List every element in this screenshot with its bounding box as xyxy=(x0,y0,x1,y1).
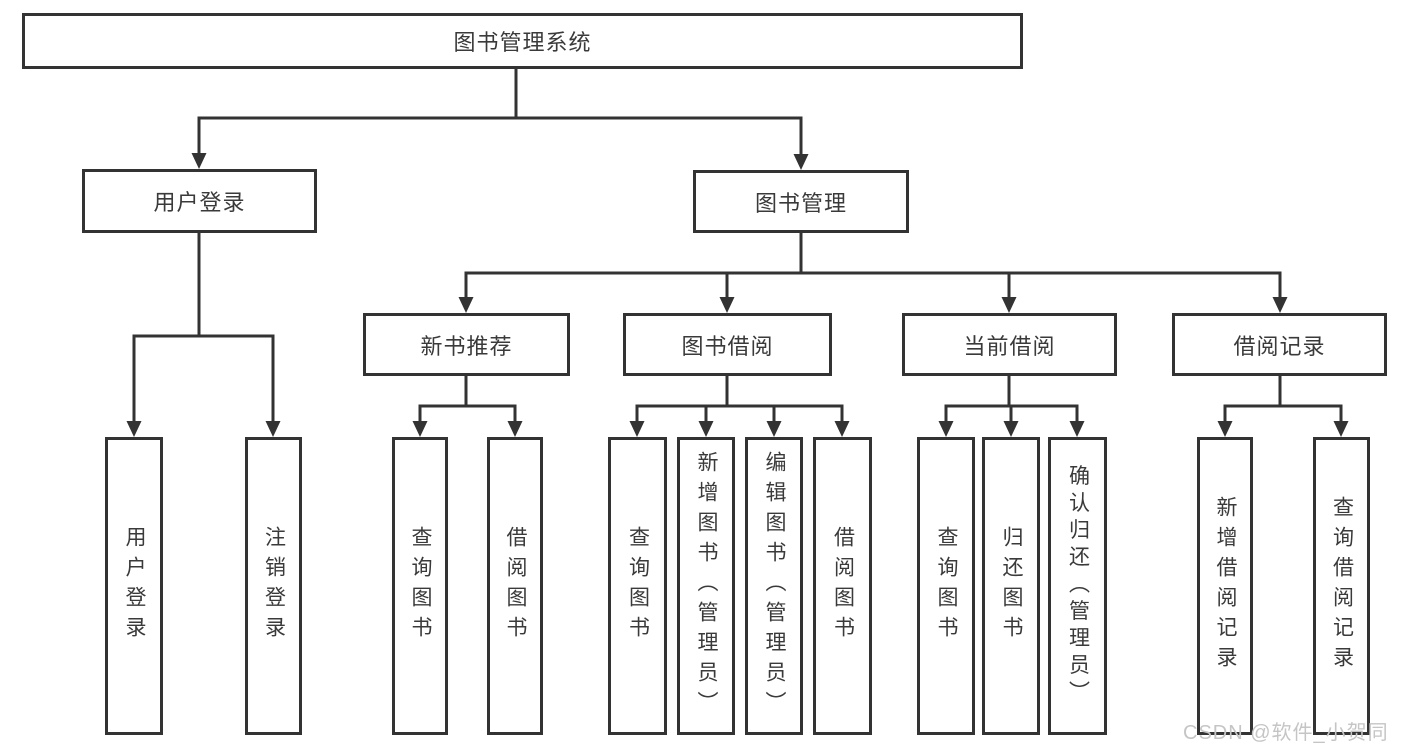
node-current-borrow-label: 当前借阅 xyxy=(963,333,1056,359)
node-leaf-user-login-label: 用户登录 xyxy=(123,526,146,646)
arrowheads xyxy=(126,153,1349,437)
node-new-book-recommend: 新书推荐 xyxy=(363,313,570,376)
node-leaf-current-query-label: 查询图书 xyxy=(935,526,958,646)
node-leaf-borrow-add: 新增图书（管理员） xyxy=(677,437,735,735)
node-user-login-label: 用户登录 xyxy=(153,190,246,215)
node-borrow-record: 借阅记录 xyxy=(1172,313,1387,376)
node-leaf-record-add-label: 新增借阅记录 xyxy=(1214,496,1237,676)
node-leaf-record-query: 查询借阅记录 xyxy=(1313,437,1370,735)
node-leaf-newbook-query-label: 查询图书 xyxy=(409,526,432,646)
node-leaf-borrow-edit-label: 编辑图书（管理员） xyxy=(763,451,786,721)
node-book-management: 图书管理 xyxy=(693,170,909,233)
node-leaf-newbook-borrow: 借阅图书 xyxy=(487,437,543,735)
node-leaf-borrow-query: 查询图书 xyxy=(608,437,667,735)
node-book-borrow: 图书借阅 xyxy=(623,313,832,376)
node-new-book-recommend-label: 新书推荐 xyxy=(420,333,513,359)
node-leaf-user-login: 用户登录 xyxy=(105,437,163,735)
node-leaf-current-confirm-label: 确认归还（管理员） xyxy=(1066,464,1090,708)
node-leaf-logout: 注销登录 xyxy=(245,437,302,735)
node-root-system: 图书管理系统 xyxy=(22,13,1023,69)
node-leaf-logout-label: 注销登录 xyxy=(262,526,286,646)
node-leaf-borrow-edit: 编辑图书（管理员） xyxy=(745,437,803,735)
node-leaf-current-query: 查询图书 xyxy=(917,437,975,735)
node-user-login: 用户登录 xyxy=(82,169,317,233)
node-borrow-record-label: 借阅记录 xyxy=(1233,333,1326,359)
node-leaf-current-confirm: 确认归还（管理员） xyxy=(1048,437,1107,735)
node-leaf-record-add: 新增借阅记录 xyxy=(1197,437,1253,735)
node-leaf-current-return: 归还图书 xyxy=(982,437,1040,735)
node-leaf-record-query-label: 查询借阅记录 xyxy=(1330,496,1354,676)
connector-lines xyxy=(132,69,1343,424)
node-leaf-borrow-query-label: 查询图书 xyxy=(626,526,650,646)
node-book-borrow-label: 图书借阅 xyxy=(681,333,774,359)
node-leaf-borrow-borrow: 借阅图书 xyxy=(813,437,872,735)
node-book-management-label: 图书管理 xyxy=(754,190,847,216)
node-leaf-newbook-query: 查询图书 xyxy=(392,437,448,735)
node-leaf-borrow-borrow-label: 借阅图书 xyxy=(831,526,855,646)
node-leaf-borrow-add-label: 新增图书（管理员） xyxy=(695,451,718,721)
csdn-watermark: CSDN @软件_小贺同学 xyxy=(1183,722,1389,744)
node-leaf-current-return-label: 归还图书 xyxy=(1000,526,1023,646)
node-leaf-newbook-borrow-label: 借阅图书 xyxy=(504,526,527,646)
node-root-label: 图书管理系统 xyxy=(453,30,592,55)
node-current-borrow: 当前借阅 xyxy=(902,313,1117,376)
